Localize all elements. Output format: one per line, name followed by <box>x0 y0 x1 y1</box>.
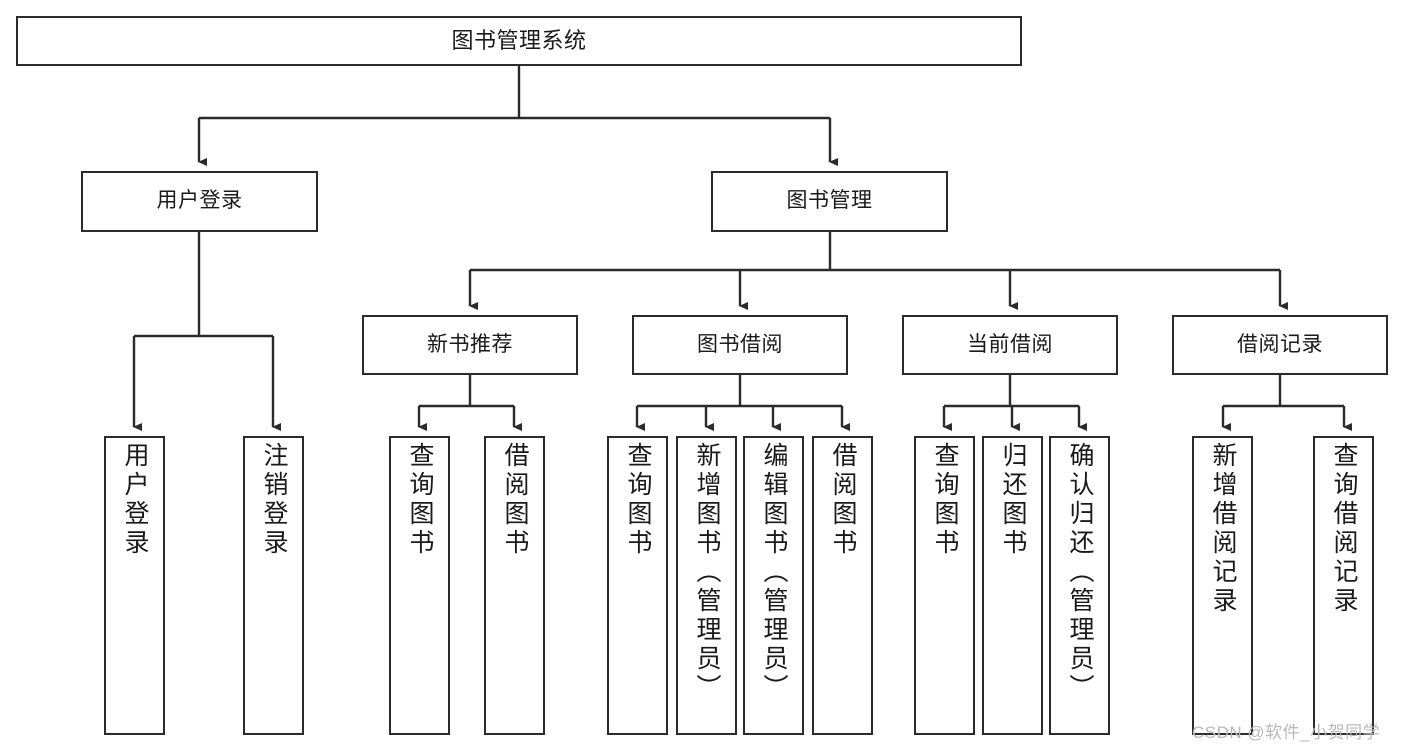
node-label: 借阅图书 <box>829 442 857 558</box>
leaf-current-return[interactable]: 归还图书 <box>982 436 1043 735</box>
node-new-book-recommend[interactable]: 新书推荐 <box>362 315 578 375</box>
leaf-new-book-borrow[interactable]: 借阅图书 <box>484 436 545 735</box>
node-label: 用户登录 <box>121 442 149 558</box>
node-label: 新书推荐 <box>427 332 513 356</box>
leaf-borrow-borrow-book[interactable]: 借阅图书 <box>812 436 873 735</box>
leaf-current-query[interactable]: 查询图书 <box>914 436 975 735</box>
leaf-record-add[interactable]: 新增借阅记录 <box>1192 436 1253 735</box>
csdn-watermark: CSDN @软件_小贺同学 <box>1192 723 1381 742</box>
node-label: 图书管理系统 <box>451 28 587 54</box>
node-book-borrow[interactable]: 图书借阅 <box>632 315 848 375</box>
node-label: 注销登录 <box>260 442 288 558</box>
node-label: 确认归还（管理员） <box>1066 442 1094 703</box>
node-label: 借阅记录 <box>1237 332 1323 356</box>
node-label: 新增借阅记录 <box>1209 442 1237 616</box>
node-label: 图书借阅 <box>697 332 783 356</box>
leaf-borrow-edit-book[interactable]: 编辑图书（管理员） <box>743 436 804 735</box>
node-root-system[interactable]: 图书管理系统 <box>16 16 1022 66</box>
leaf-new-book-query[interactable]: 查询图书 <box>389 436 450 735</box>
node-book-management[interactable]: 图书管理 <box>711 171 948 232</box>
leaf-borrow-add-book[interactable]: 新增图书（管理员） <box>676 436 737 735</box>
node-label: 图书管理 <box>786 189 873 213</box>
leaf-current-confirm-return[interactable]: 确认归还（管理员） <box>1049 436 1110 735</box>
node-label: 归还图书 <box>999 442 1027 558</box>
node-label: 查询图书 <box>406 442 434 558</box>
node-label: 查询借阅记录 <box>1330 442 1358 616</box>
node-label: 查询图书 <box>624 442 652 558</box>
node-current-borrow[interactable]: 当前借阅 <box>902 315 1118 375</box>
leaf-user-login-signin[interactable]: 用户登录 <box>104 436 165 735</box>
node-label: 用户登录 <box>156 189 243 213</box>
leaf-borrow-query[interactable]: 查询图书 <box>607 436 668 735</box>
node-label: 当前借阅 <box>967 332 1053 356</box>
leaf-user-login-signout[interactable]: 注销登录 <box>243 436 304 735</box>
node-label: 借阅图书 <box>501 442 529 558</box>
node-borrow-record[interactable]: 借阅记录 <box>1172 315 1388 375</box>
leaf-record-query[interactable]: 查询借阅记录 <box>1313 436 1374 735</box>
node-user-login[interactable]: 用户登录 <box>81 171 318 232</box>
node-label: 查询图书 <box>931 442 959 558</box>
node-label: 编辑图书（管理员） <box>760 442 788 703</box>
node-label: 新增图书（管理员） <box>693 442 721 703</box>
